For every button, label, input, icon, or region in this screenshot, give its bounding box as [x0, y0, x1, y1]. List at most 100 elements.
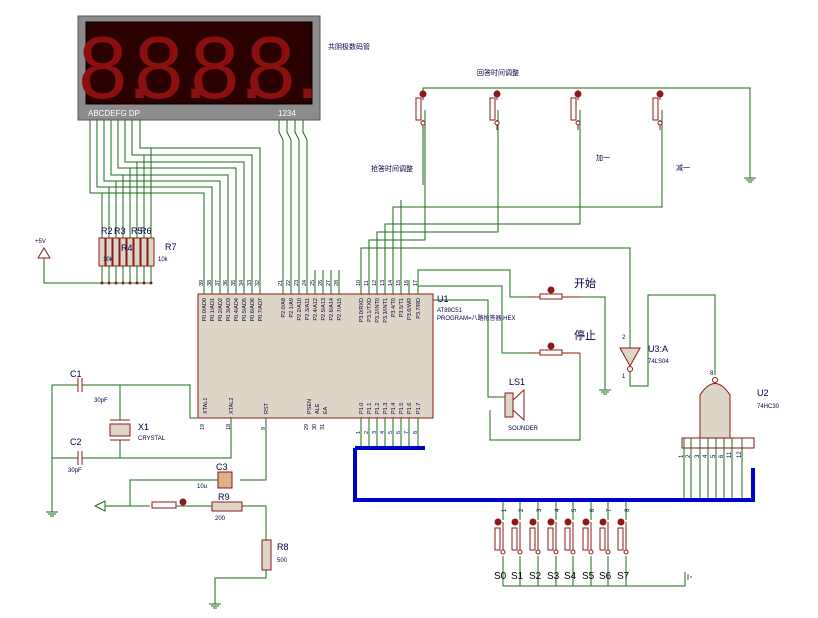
mcu-pin-label: P3.5/T1: [399, 298, 405, 317]
display-digit: 8.: [134, 18, 207, 117]
player-switch-body: [582, 527, 589, 551]
sounder-cone: [512, 388, 525, 422]
inverter-pin: 1: [622, 374, 626, 380]
mcu-pin-label: P0.1/AD1: [210, 298, 216, 322]
mcu-pin-number: 1: [356, 431, 362, 434]
player-switch-pin: 3: [537, 508, 543, 512]
display-digit: 8.: [190, 18, 263, 117]
mcu-pin-number: 16: [404, 280, 410, 286]
pushbutton-2-cap: [574, 90, 582, 98]
mcu-pin-number: 31: [320, 424, 326, 430]
wire: [629, 294, 716, 387]
mcu-pin-label: RST: [264, 402, 270, 414]
mcu-pin-label: P0.0/AD0: [202, 298, 208, 322]
player-switch-cap: [494, 518, 502, 526]
wire: [139, 120, 261, 294]
inverter-bubble: [627, 366, 633, 372]
resistor-ref: R4: [121, 243, 133, 253]
p1-bus: [353, 448, 755, 502]
label-answer-time: 回答时间调整: [477, 68, 519, 77]
cap-c1-ref: C1: [70, 369, 82, 379]
sounder-value: SOUNDER: [508, 426, 539, 432]
mcu-pin-number: 30: [312, 424, 318, 430]
mcu-pin-number: 25: [310, 280, 316, 286]
player-switch-pin: 1: [502, 508, 508, 512]
sounder-ref: LS1: [509, 377, 525, 387]
mcu-pin-number: 22: [286, 280, 292, 286]
mcu-pin-label: P3.7/RD: [416, 298, 422, 319]
inverter-pin: 2: [622, 335, 626, 341]
player-switch-body: [564, 527, 571, 551]
mcu-part: AT89C51: [437, 308, 463, 314]
crystal-ref: X1: [138, 422, 149, 432]
mcu-pin-number: 13: [380, 280, 386, 286]
player-switch-pin: 2: [519, 508, 525, 512]
label-start: 开始: [574, 276, 596, 290]
wire: [580, 296, 606, 384]
resistor-r8-value: 500: [277, 558, 288, 564]
player-switch-cap: [617, 518, 625, 526]
display-label: 共阴极数码管: [328, 42, 370, 51]
wire: [131, 120, 253, 294]
resistor-pin-dot: [114, 281, 118, 285]
stop-switch-body: [539, 349, 563, 356]
mcu-pin-number: 34: [239, 280, 245, 286]
resistor-pin-dot: [100, 281, 104, 285]
wire: [43, 258, 102, 284]
player-switch-label: S6: [599, 571, 612, 582]
pullup-resistor: [140, 237, 148, 267]
resistor-r9-body: [211, 501, 243, 512]
mcu-pin-label: P2.4/A12: [313, 298, 319, 321]
player-switch-body: [511, 527, 518, 551]
mcu-pin-label: P2.6/A14: [329, 298, 335, 321]
mcu-pin-label: P2.1/A9: [289, 298, 295, 318]
resistor-ref: R7: [165, 242, 177, 252]
mcu-pin-label: P3.3/INT1: [383, 298, 389, 323]
pushbutton-0-cap: [419, 90, 427, 98]
player-switch-pin: 6: [590, 508, 596, 512]
wire: [417, 269, 530, 298]
mcu-pin-number: 2: [364, 431, 370, 434]
mcu-pin-number: 6: [396, 431, 402, 434]
nand-output-pin: 8: [710, 371, 714, 377]
resistor-r8-body: [261, 539, 272, 571]
player-switch-contact: [535, 549, 541, 555]
mcu-pin-label: P1.5: [399, 403, 405, 414]
wire: [117, 120, 237, 294]
pushbutton-3-contact: [657, 120, 663, 126]
resistor-pin-dot: [142, 281, 146, 285]
wire: [417, 285, 530, 354]
reset-arrow: [93, 500, 106, 512]
mcu-ref: U1: [437, 294, 449, 304]
mcu-pin-label: EA: [323, 406, 329, 414]
wire: [129, 479, 218, 506]
player-switch-body: [599, 527, 606, 551]
mcu-pin-label: P1.7: [416, 403, 422, 414]
cap-c1-value: 30pF: [94, 398, 108, 404]
mcu-pin-number: 33: [247, 280, 253, 286]
player-switch-contact: [517, 549, 523, 555]
player-switch-contact: [570, 549, 576, 555]
wire: [89, 120, 205, 294]
resistor-ref: R2: [101, 226, 113, 236]
mcu-program: PROGRAM=八路抢答器.HEX: [437, 314, 516, 322]
mcu-pin-number: 5: [388, 431, 394, 434]
pullup-resistor: [133, 237, 141, 267]
mcu-pin-label: P0.2/AD2: [218, 298, 224, 322]
resistor-pin-dot: [121, 281, 125, 285]
crystal-value: CRYSTAL: [138, 436, 166, 442]
player-switch-cap: [599, 518, 607, 526]
mcu-pin-label: P3.4/T0: [391, 298, 397, 317]
mcu-pin-number: 26: [318, 280, 324, 286]
resistor-ref: R5: [131, 226, 143, 236]
mcu-pin-number: 23: [294, 280, 300, 286]
resistor-pin-dot: [149, 281, 153, 285]
mcu-pin-label: P3.2/INT0: [375, 298, 381, 323]
nand-input-pin: 4: [703, 454, 709, 458]
mcu-pin-number: 19: [200, 424, 206, 430]
stop-switch-cap: [547, 342, 555, 350]
pushbutton-1-cap: [493, 90, 501, 98]
inverter-value: 74LS04: [648, 359, 669, 365]
wire: [294, 120, 300, 294]
